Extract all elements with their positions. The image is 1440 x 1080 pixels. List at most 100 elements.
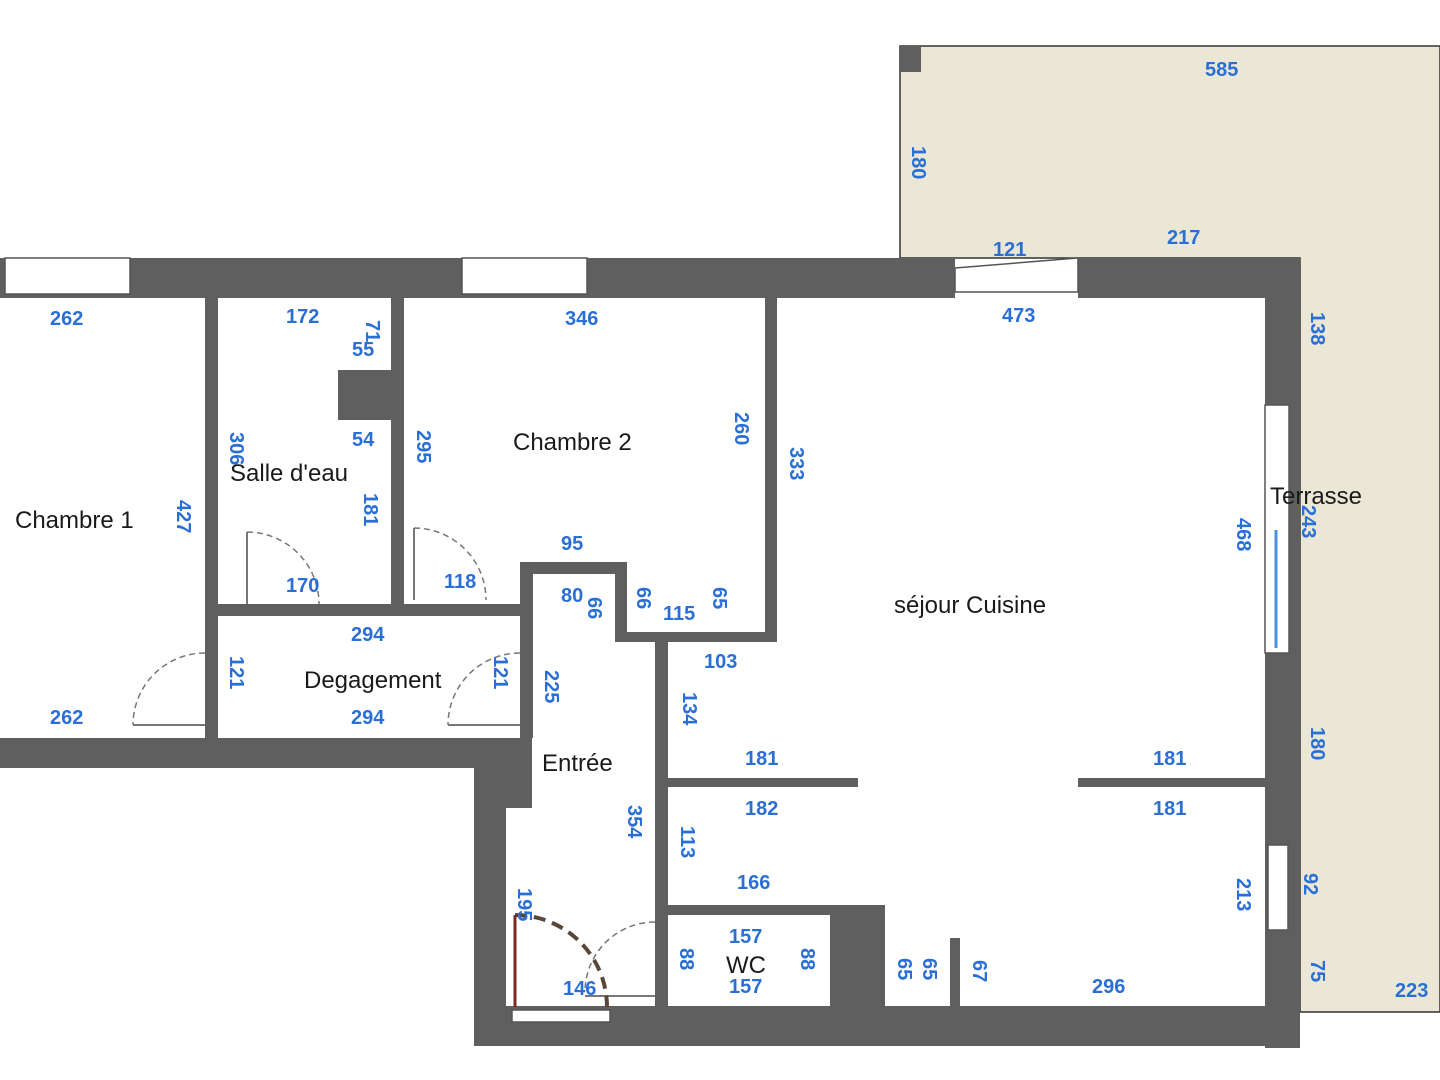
dimension-label: 243 [1297,505,1319,538]
dimension-label: 121 [225,656,247,689]
dimension-label: 213 [1232,878,1254,911]
dimension-label: 65 [708,587,730,609]
window-chambre2 [461,257,588,295]
dimension-label: 296 [1092,976,1125,998]
dimension-label: 54 [352,429,375,451]
terrace-area [899,45,1440,1013]
room-label-sejour-cuisine: séjour Cuisine [894,592,1046,619]
dimension-label: 115 [663,603,695,625]
dimension-label: 157 [729,976,762,998]
wall-cuisine-post [950,938,960,1008]
dimension-label: 88 [796,948,818,970]
terrace-corner-post [899,46,921,72]
dimension-label: 55 [352,339,374,361]
wall-degagement-top [218,604,528,616]
wall-wc-block-lower [840,940,885,1010]
window-sejour-top [954,257,1079,293]
door-salle-eau-arc [246,531,320,605]
dimension-label: 346 [565,308,598,330]
dimension-label: 295 [412,430,434,463]
dimension-label: 75 [1306,960,1328,982]
dimension-label: 585 [1205,59,1238,81]
dimension-label: 181 [745,748,778,770]
dimension-label: 113 [676,826,698,858]
wall-salle-eau-pillar [338,370,398,420]
dimension-label: 65 [893,958,915,980]
room-label-degagement: Degagement [304,667,442,694]
wall-entree-left [474,738,506,1046]
wall-chambre2-bottom [615,632,777,642]
dimension-label: 195 [513,888,535,921]
door-degagement-arc [447,652,521,726]
door-entree-arc [514,913,609,1008]
wall-salle-eau-right [391,298,404,608]
dimension-label: 138 [1306,312,1328,345]
dimension-label: 181 [359,493,381,526]
wall-sejour-divider-left [668,778,858,787]
dimension-label: 170 [286,575,319,597]
room-label-terrasse: Terrasse [1270,483,1362,510]
dimension-label: 181 [1153,748,1186,770]
wall-bottom-left [0,738,530,768]
dimension-label: 92 [1299,873,1321,895]
dimension-label: 427 [172,500,194,533]
room-label-wc: WC [726,952,766,979]
wall-top-right [1078,258,1300,298]
dimension-label: 103 [704,651,737,673]
dimension-label: 217 [1167,227,1200,249]
room-label-chambre2: Chambre 2 [513,429,632,456]
dimension-label: 180 [1306,727,1328,760]
dimension-label: 67 [968,960,990,982]
dimension-label: 157 [729,926,762,948]
dimension-label: 306 [225,432,247,465]
dimension-label: 294 [351,624,385,646]
dimension-label: 181 [1153,798,1186,820]
door-wc-arc [584,921,656,993]
dimension-label: 225 [540,670,562,703]
dimension-label: 71 [361,320,383,342]
dimension-label: 121 [993,239,1026,261]
dimension-label: 95 [561,533,583,555]
room-label-entree: Entrée [542,750,613,777]
door-chambre1-arc [132,652,206,726]
wall-chambre2-step-top [524,562,627,574]
dimension-label: 260 [730,412,752,445]
wall-entree-top-left [520,562,533,738]
dimension-label: 354 [623,805,645,839]
dimension-label: 262 [50,308,83,330]
dimension-label: 80 [561,585,583,607]
wall-chambre2-step-side [615,562,627,640]
wall-sejour-divider-right [1078,778,1265,787]
dimension-label: 146 [563,978,596,1000]
dimension-label: 294 [351,707,385,729]
dimension-label: 65 [918,958,940,980]
dimension-label: 121 [489,656,511,689]
wall-entree-right [655,640,668,1010]
wall-wc-top [668,905,840,915]
window-right-small [1267,844,1289,931]
dimension-label: 172 [286,306,319,328]
dimension-label: 166 [737,872,770,894]
dimension-label: 262 [50,707,83,729]
dimension-label: 473 [1002,305,1035,327]
dimension-label: 134 [678,692,700,726]
dimension-label: 468 [1232,518,1254,551]
window-entree-bottom [511,1009,611,1023]
dimension-label: 118 [444,571,476,593]
wall-chambre2-right [765,298,777,640]
dimension-label: 66 [632,587,654,609]
wall-entree-left-step [506,738,532,808]
dimension-label: 66 [583,597,605,619]
dimension-label: 88 [675,948,697,970]
window-chambre1 [4,257,131,295]
door-chambre2-arc [413,527,487,601]
dimension-label: 182 [745,798,778,820]
room-label-salle-eau: Salle d'eau [230,460,348,487]
wall-bottom [474,1006,1300,1046]
room-label-chambre1: Chambre 1 [15,507,134,534]
dimension-label: 223 [1395,980,1428,1002]
dimension-label: 180 [907,146,929,179]
wall-chambre1-right [205,298,218,738]
dimension-label: 333 [785,447,807,480]
